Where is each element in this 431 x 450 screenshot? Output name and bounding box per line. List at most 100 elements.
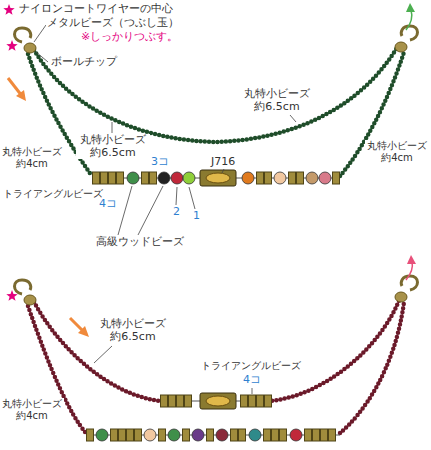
bead: [87, 429, 94, 441]
bead: [321, 429, 328, 441]
bead: [241, 395, 248, 407]
bead: [183, 172, 195, 184]
triangle-beads: [93, 172, 340, 184]
part-label: 丸特小ビーズ 約4cm: [0, 398, 64, 421]
bead: [333, 172, 340, 184]
leader-line: [252, 388, 253, 394]
part-label: 高級ウッドビーズ: [95, 236, 185, 249]
bead: [242, 172, 254, 184]
part-label: ボールチップ: [50, 56, 118, 69]
direction-arrow: [78, 326, 89, 337]
part-label: トライアングルビーズ: [2, 188, 104, 200]
bead: [185, 395, 192, 407]
bead: [265, 395, 272, 407]
bead: [111, 429, 118, 441]
bead: [297, 172, 304, 184]
leader-line: [94, 346, 112, 363]
leader-line: [222, 169, 224, 173]
leader-line: [290, 115, 296, 122]
part-label: 丸特小ビーズ 約6.5cm: [76, 134, 150, 159]
direction-arrow: [406, 262, 412, 280]
bead: [169, 395, 176, 407]
ball-tip: [395, 42, 407, 52]
leader-line: [34, 25, 46, 42]
bead: [171, 172, 183, 184]
bead: [158, 172, 170, 184]
bead: [231, 429, 238, 441]
bead: [159, 429, 166, 441]
leader-line: [118, 186, 132, 235]
bead: [144, 429, 156, 441]
ball-tip: [24, 43, 36, 53]
ball-tip: [395, 292, 407, 302]
bead: [257, 172, 264, 184]
bead: [119, 429, 126, 441]
note-text: ナイロンコートワイヤーの中心: [18, 3, 174, 16]
bead: [249, 395, 256, 407]
seed-bead-strand: [34, 302, 160, 401]
center-bead: [200, 170, 236, 186]
bead: [93, 172, 100, 184]
clasp: [401, 26, 417, 40]
direction-arrow: [406, 10, 412, 30]
triangle-beads: [87, 395, 336, 441]
bead: [135, 429, 142, 441]
bead: [319, 172, 331, 184]
part-number: J716: [210, 156, 236, 169]
bead: [329, 429, 336, 441]
direction-arrow: [16, 90, 26, 101]
bead: [177, 395, 184, 407]
seed-bead-strand: [268, 298, 400, 401]
bead: [127, 172, 139, 184]
part-label: トライアングルビーズ: [200, 360, 302, 372]
star-mark: [3, 4, 14, 15]
star-mark: [6, 40, 17, 51]
direction-arrow: [406, 3, 415, 12]
bead: [249, 429, 261, 441]
seed-bead-strand: [34, 46, 398, 142]
clasp: [15, 280, 31, 294]
bead: [265, 172, 272, 184]
part-label: 丸特小ビーズ 約4cm: [0, 146, 64, 169]
bead: [257, 395, 264, 407]
leader-line: [112, 122, 113, 133]
clasp: [401, 276, 417, 290]
count-label: 4コ: [242, 374, 262, 387]
bead: [127, 429, 134, 441]
part-label: 丸特小ビーズ 約6.5cm: [240, 88, 314, 113]
bead: [109, 172, 116, 184]
bead: [117, 172, 124, 184]
callout-number: 1: [192, 210, 201, 223]
leader-line: [176, 187, 177, 205]
bead: [207, 429, 214, 441]
ball-tip: [24, 295, 36, 305]
seed-bead-strand: [28, 298, 404, 433]
bead: [150, 172, 157, 184]
count-label: 4コ: [98, 198, 118, 211]
bead: [168, 429, 180, 441]
bead: [313, 429, 320, 441]
bead: [192, 429, 204, 441]
leader-line: [34, 25, 296, 235]
seed-bead-strand: [28, 46, 404, 176]
bead: [289, 172, 296, 184]
bead: [161, 395, 168, 407]
bead: [272, 429, 279, 441]
leader-line: [189, 187, 195, 209]
bead: [306, 172, 318, 184]
center-bead: [206, 396, 230, 406]
bead: [264, 429, 271, 441]
center-bead: [200, 393, 236, 409]
star-mark: [6, 290, 17, 301]
bead: [142, 172, 149, 184]
leader-line: [138, 186, 163, 235]
bead: [290, 429, 302, 441]
bead: [280, 429, 287, 441]
bead: [216, 429, 228, 441]
round-beads: [96, 429, 302, 441]
bead: [183, 429, 190, 441]
clasp: [15, 28, 31, 42]
bead: [101, 172, 108, 184]
part-label: 丸特小ビーズ 約4cm: [365, 140, 429, 163]
